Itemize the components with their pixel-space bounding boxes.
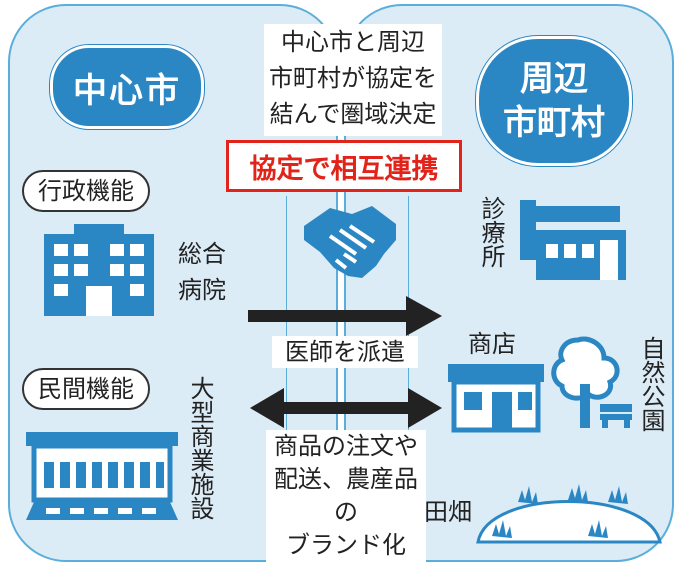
commercial-building-icon <box>26 432 178 520</box>
admin-function-tag: 行政機能 <box>22 170 150 212</box>
exchange-label-line: ブランド化 <box>286 531 406 559</box>
central-city-title: 中心市 <box>50 45 204 129</box>
farm-label: 田畑 <box>424 498 472 526</box>
exchange-double-arrow <box>250 388 442 428</box>
clinic-label: 診療所 <box>477 196 505 268</box>
handshake-icon <box>304 206 396 278</box>
agreement-line: 中心市と周辺 <box>281 28 425 56</box>
private-function-tag: 民間機能 <box>22 368 150 410</box>
agreement-description: 中心市と周辺 市町村が協定を 結んで圏域決定 <box>264 24 442 136</box>
dispatch-label: 医師を派遣 <box>272 336 418 368</box>
park-label: 自然公園 <box>637 336 665 432</box>
hospital-building-icon <box>44 224 154 316</box>
exchange-label-line: 商品の注文や <box>274 432 418 460</box>
park-tree-icon <box>551 336 632 428</box>
dispatch-arrow <box>248 296 442 336</box>
shop-label: 商店 <box>468 330 516 358</box>
commercial-label: 大型商業施設 <box>186 376 214 520</box>
agreement-line: 市町村が協定を <box>269 64 437 92</box>
hospital-label: 総合病院 <box>178 240 226 304</box>
mutual-cooperation-label: 協定で相互連携 <box>226 140 462 192</box>
exchange-label-line: 配送、農産品の <box>274 465 418 526</box>
surrounding-municipalities-title: 周辺 市町村 <box>476 36 632 166</box>
shop-building-icon <box>448 364 544 433</box>
clinic-building-icon <box>520 200 626 280</box>
agreement-line: 結んで圏域決定 <box>269 100 437 128</box>
farm-field-icon <box>476 484 662 544</box>
exchange-label: 商品の注文や 配送、農産品の ブランド化 <box>266 430 426 562</box>
